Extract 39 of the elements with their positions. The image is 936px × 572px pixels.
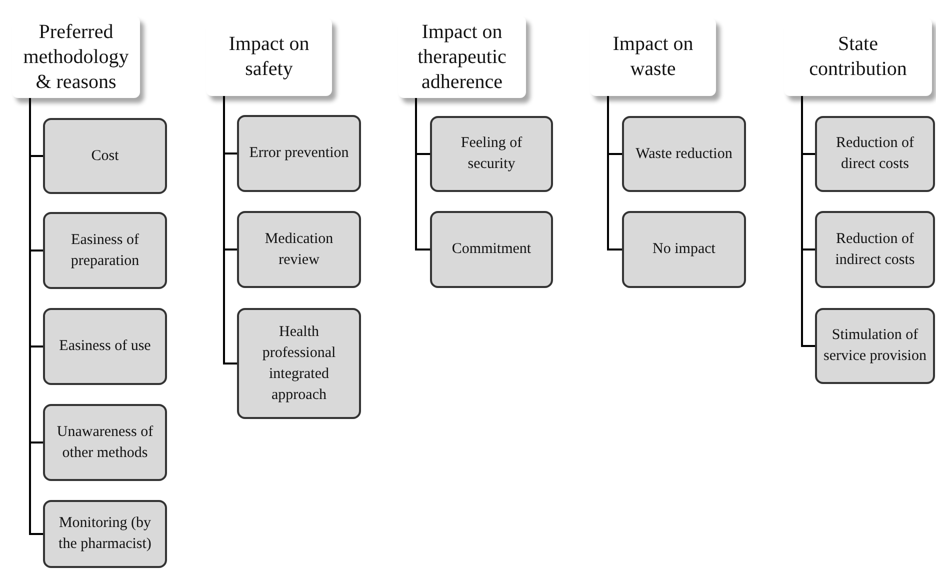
item-box (622, 116, 746, 192)
item-box (43, 118, 167, 194)
item-box (43, 404, 167, 481)
item-box (622, 211, 746, 288)
connector-line (223, 96, 237, 364)
item-label: Easiness of use (59, 337, 151, 356)
item-box (815, 308, 935, 384)
item-label: Error prevention (249, 144, 349, 163)
item-label: Reduction of indirect costs (834, 230, 916, 270)
category-title: Preferred methodology & reasons (22, 20, 130, 94)
item-label: Health professional integrated approach (261, 322, 337, 404)
item-label: Feeling of security (460, 134, 524, 174)
item-box (430, 211, 553, 288)
item-label: Unawareness of other methods (56, 422, 154, 462)
item-box (815, 211, 935, 288)
category-title: Impact on safety (228, 32, 310, 82)
connector-line (801, 96, 815, 347)
item-label: Medication review (264, 230, 334, 270)
item-label: Monitoring (by the pharmacist) (58, 514, 152, 554)
item-box (237, 308, 361, 419)
connector-line (415, 98, 430, 250)
item-label: Commitment (452, 240, 532, 259)
item-label: Reduction of direct costs (835, 134, 915, 174)
item-box (43, 308, 167, 385)
item-box (43, 212, 167, 289)
item-label: No impact (652, 240, 716, 259)
item-box (237, 211, 361, 288)
category-title: Impact on therapeutic adherence (416, 20, 508, 94)
item-box (43, 500, 167, 568)
connector-line (607, 96, 622, 250)
item-box (815, 116, 935, 192)
category-title: Impact on waste (612, 32, 694, 82)
item-label: Cost (91, 146, 119, 166)
item-box (237, 115, 361, 192)
category-title: State contribution (808, 32, 908, 82)
item-label: Waste reduction (636, 144, 732, 164)
item-box (430, 116, 553, 192)
item-label: Easiness of preparation (70, 230, 140, 270)
item-label: Stimulation of service provision (822, 326, 928, 366)
